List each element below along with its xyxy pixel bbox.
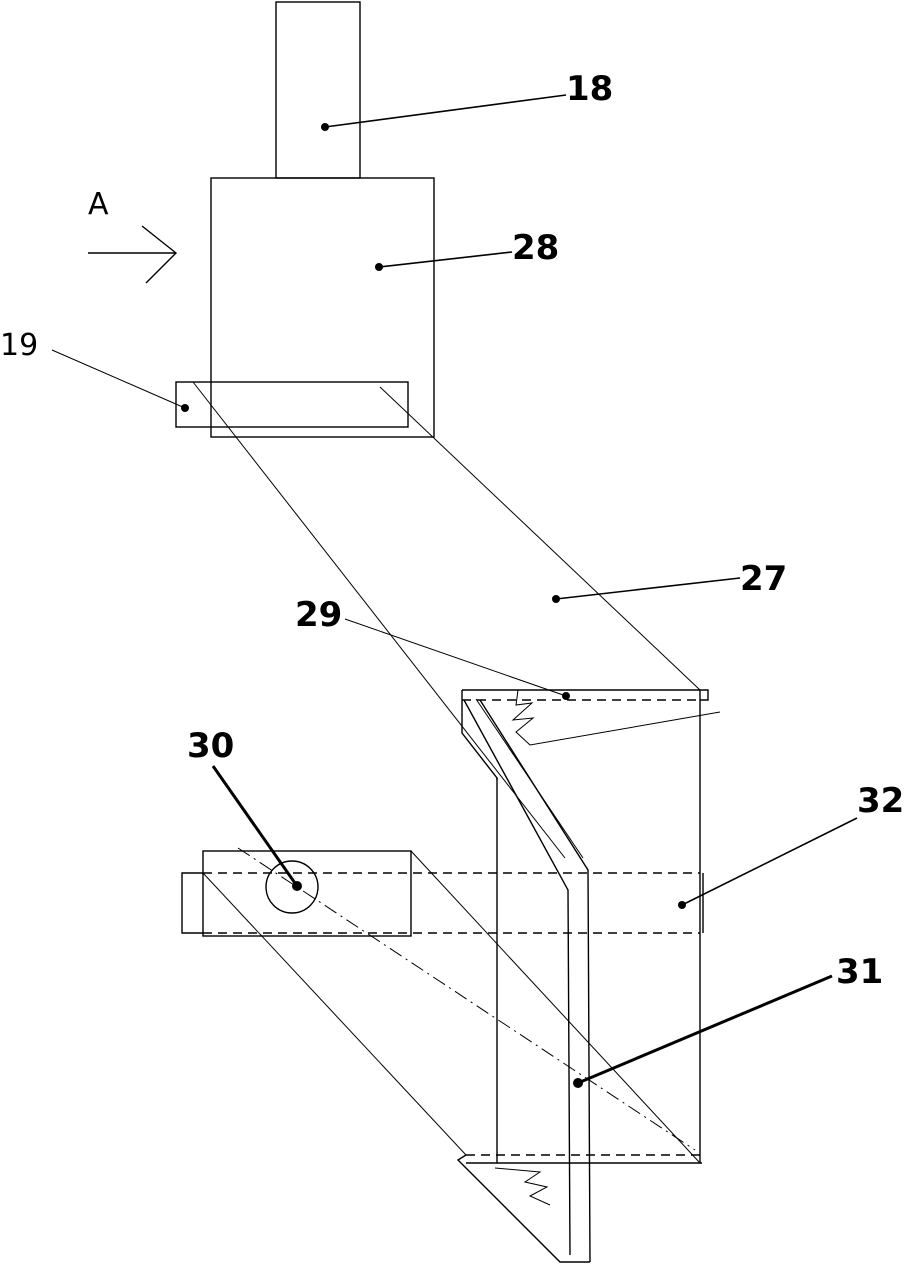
leader-30-dot: [292, 881, 302, 891]
view-arrow-label: A: [88, 187, 109, 222]
part-31-rod-right: [479, 699, 591, 1263]
part-30-pin: [265, 860, 319, 914]
leader-29-dot: [562, 692, 570, 700]
label-28: 28: [512, 228, 559, 268]
leader-31-dot: [573, 1078, 583, 1088]
part-31-rod-outer: [461, 690, 498, 780]
leader-28: [378, 251, 513, 268]
leader-28-dot: [375, 263, 383, 271]
leader-19-dot: [181, 404, 189, 412]
part-27-arm-right: [379, 386, 701, 691]
leader-18-dot: [321, 123, 329, 131]
part-31-rod-left: [463, 699, 571, 1256]
part-32-shaft-end: [181, 872, 203, 934]
leader-18: [324, 94, 567, 128]
part-32-block: [202, 850, 412, 937]
part-18-stem: [275, 1, 361, 179]
lower-spring: [494, 1167, 551, 1206]
part-29-top-bar: [462, 689, 709, 701]
lower-wedge: [456, 1154, 570, 1263]
leader-29: [344, 618, 567, 697]
leader-27-dot: [552, 595, 560, 603]
leader-30: [211, 765, 299, 887]
label-18: 18: [566, 69, 613, 109]
lower-brace-right: [410, 850, 701, 1164]
leader-31: [577, 974, 833, 1085]
leader-19: [51, 349, 186, 409]
lower-brace-left: [202, 872, 467, 1156]
label-31: 31: [836, 952, 883, 992]
part-29-spring: [511, 689, 721, 746]
label-29: 29: [295, 595, 342, 635]
label-27: 27: [740, 559, 787, 599]
label-30: 30: [187, 726, 234, 766]
label-32: 32: [857, 781, 904, 821]
label-19: 19: [0, 328, 38, 363]
part-27-arm-left: [192, 381, 566, 859]
lower-brace-dashdot: [237, 847, 696, 1151]
leader-27: [555, 577, 741, 600]
part-28-housing: [210, 177, 435, 438]
view-arrow-head: [141, 225, 178, 284]
leader-32-dot: [678, 901, 686, 909]
leader-32: [681, 817, 858, 906]
